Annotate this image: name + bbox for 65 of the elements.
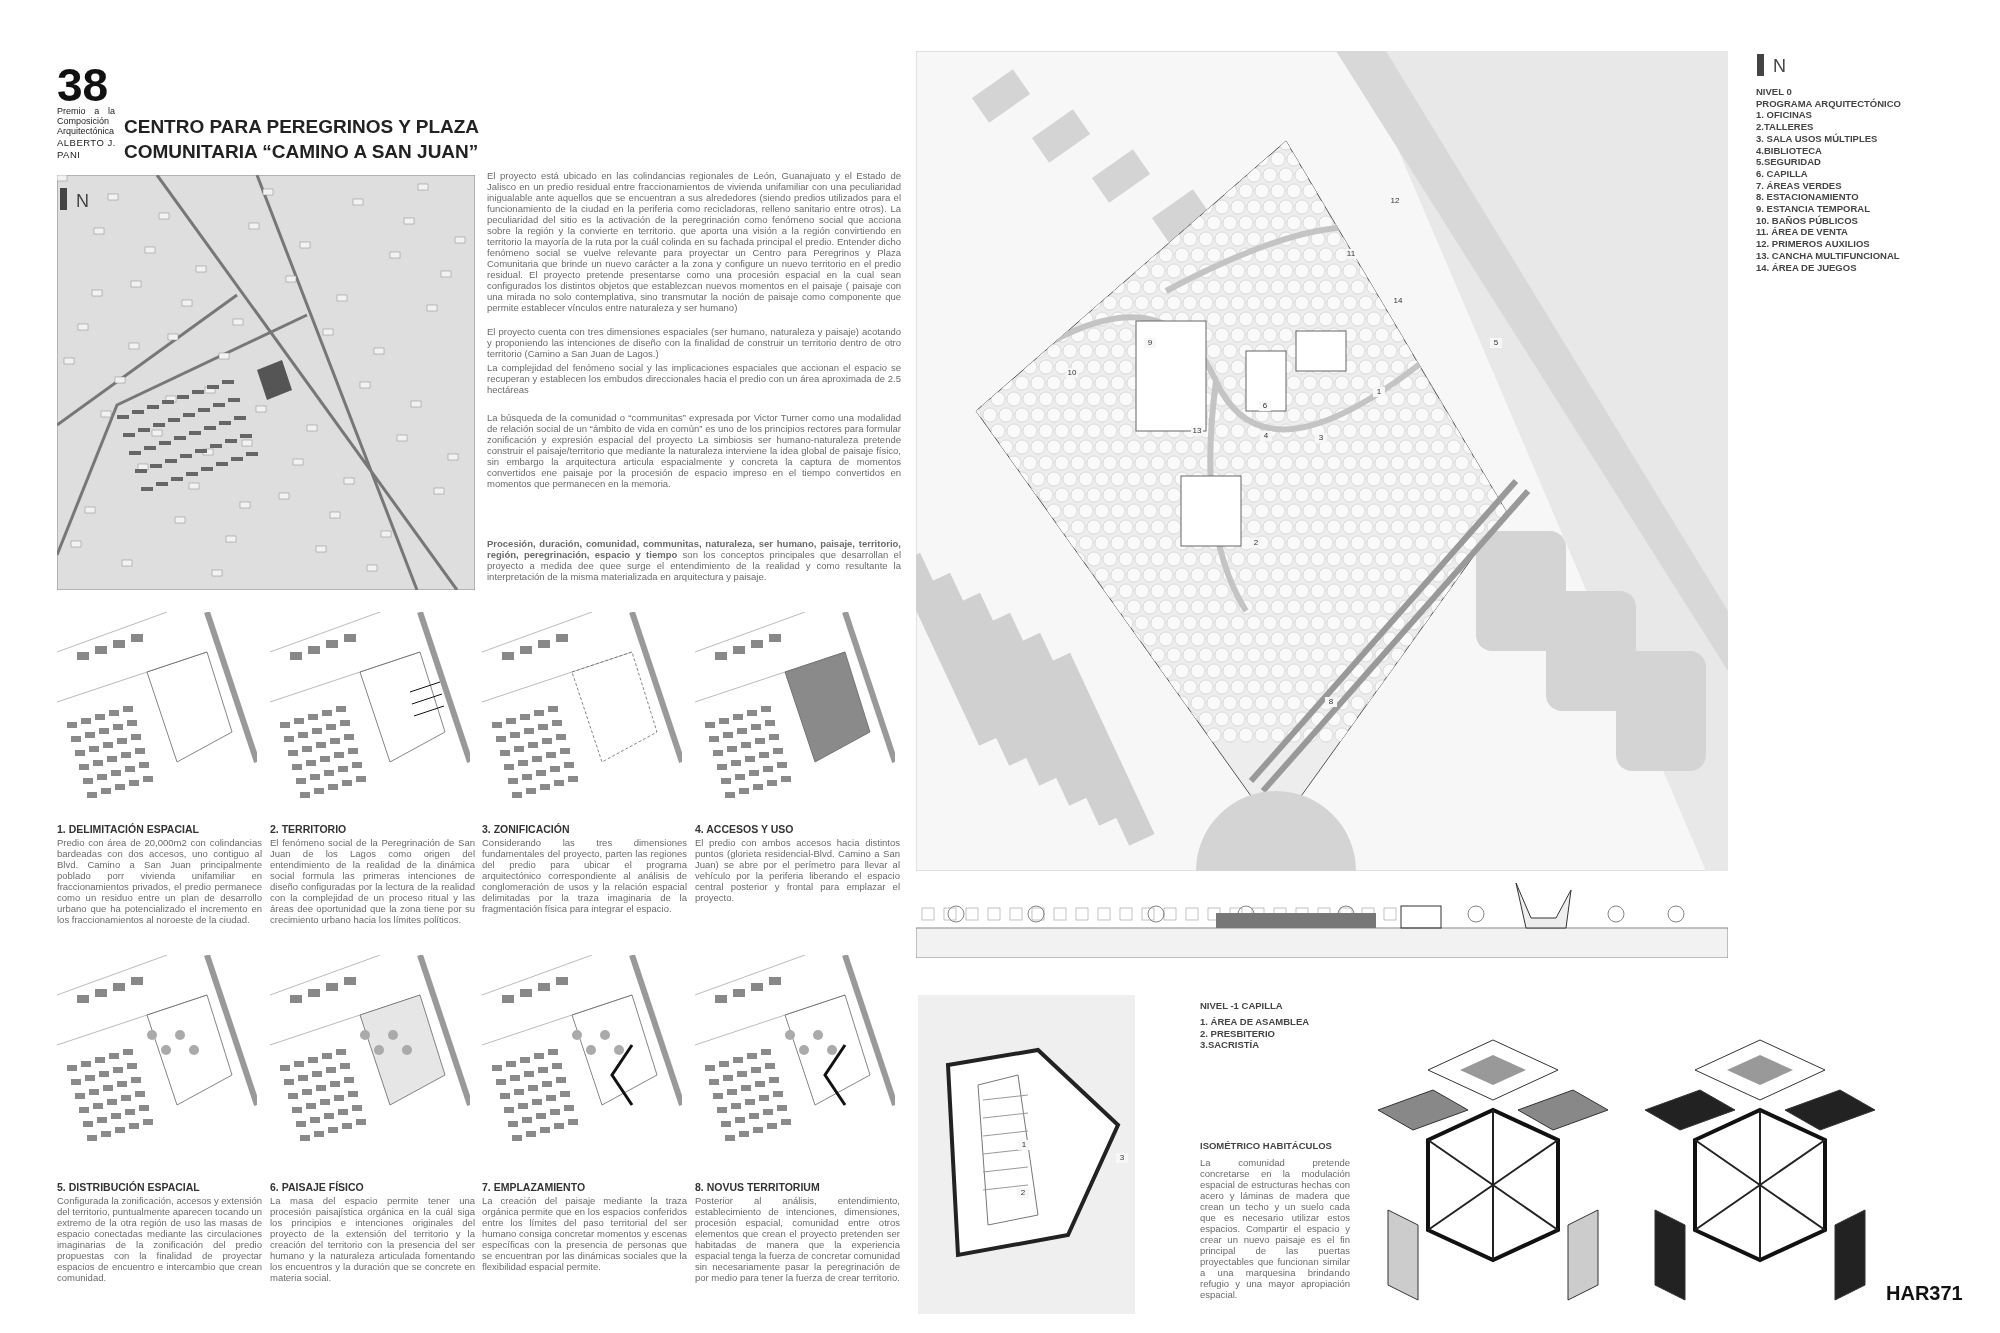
- plan-number: 4: [1260, 431, 1272, 441]
- plan-number: 3: [1116, 1153, 1128, 1163]
- legend-item: 11. ÁREA DE VENTA: [1756, 226, 1849, 239]
- caption-heading: 6. PAISAJE FÍSICO: [270, 1180, 365, 1195]
- legend-item: 1. ÁREA DE ASAMBLEA: [1200, 1016, 1311, 1028]
- legend-item: 3.SACRISTÍA: [1200, 1039, 1261, 1052]
- plan-number: 11: [1345, 249, 1357, 259]
- north-label: N: [1773, 57, 1787, 75]
- caption-text: El fenómeno social de la Peregrinación de San Juan de los Lagos como origen del entendimiento de la realidad de la dinámica social formula las primeras intenciones de diseño configuradas por la lectura de la realidad con la complejidad de un proceso ritual y las áreas dee oportunidad que la zona tiene por su crecimiento urbano hacia los límites políticos.: [270, 837, 475, 925]
- caption-heading: 5. DISTRIBUCIÓN ESPACIAL: [57, 1180, 201, 1195]
- plan-number: 13: [1191, 426, 1203, 436]
- caption-text: Posterior al análisis, entendimiento, establecimiento de intenciones, dimensiones, procesión espacial, comunidad entre otros elementos que crean el proyecto pretenden ser habitadas de manera que la experiencia espacial tenga la fuerza de concretar comunidad sin necesariamente pasar la peregrinación de por medio para tener la fuerza de crear territorio.: [695, 1195, 900, 1283]
- caption-text: La creación del paisaje mediante la traza orgánica permite que en los espacios conferidos entre los límites del paso territorial del ser humano consiga concretar momentos y escenas específicas con la presencia de personas que se encuentran por las dinámicas sociales que la flexibilidad espacial permite.: [482, 1195, 687, 1272]
- legend-item: 9. ESTANCIA TEMPORAL: [1756, 203, 1871, 215]
- legend-item: 14. ÁREA DE JUEGOS: [1756, 261, 1858, 274]
- award-name: ALBERTO J. PANI: [57, 137, 117, 161]
- paragraph: El proyecto cuenta con tres dimensiones espaciales (ser humano, naturaleza y paisaje) acotando y proponiendo las intenciones de diseño con la finalidad de construir un territorio dentro de otro territorio (Camino a San Juan de Lagos.): [487, 326, 901, 359]
- award-number: 38: [57, 62, 109, 108]
- paragraph: El proyecto está ubicado en las colindancias regionales de León, Guanajuato y el Estado de Jalisco en un predio residual entre fraccionamientos de vivienda unifamiliar con una peculiaridad inigualable ante aquellos que se encuentran a sus alrededores (siendo predios utilizados para el funcionamiento de la ciudad en la periferia como recicladoras, relleno sanitario entre otros). La peculiaridad del sitio es la activación de la peregrinación como fenómeno social que acciona sobre la región y la convierte en territorio. que aporta una visión a la región convirtiendo en territorio la mayoría de la ruta por la cuál colinda en su fachada principal el predio. Entender dicho fenómeno social se vuelve relevante para proyectar un Centro para Peregrinos y Plaza Comunitaria que brinde un nuevo carácter a la zona y configure un nuevo territorio en el predio residual. El proyecto pretende presentarse como una procesión espacial en la cual sean configurados los distintos objetos que establezcan nuevos momentos en el paisaje ( paisaje con una mirada no solo contemplativa, sino transmutar la noción de paisaje como componente que permite establecer vínculos entre naturaleza y ser humano): [487, 170, 901, 313]
- title: CENTRO PARA PEREGRINOS Y PLAZA COMUNITARIA “CAMINO A SAN JUAN”: [124, 115, 480, 164]
- legend-item: 10. BAÑOS PÚBLICOS: [1756, 214, 1859, 227]
- legend-item: 12. PRIMEROS AUXILIOS: [1756, 238, 1871, 250]
- plan-number: 3: [1315, 433, 1327, 443]
- award-name: Premio a la Composición Arquitectónica: [57, 106, 115, 136]
- legend-item: 3. SALA USOS MÚLTIPLES: [1756, 132, 1879, 145]
- caption-text: Configurada la zonificación, accesos y extensión del territorio, puntualmente aparecen tocando un extremo de la otra región de uso las masas de espacio conectadas mediante las circulaciones imaginarias de la zonificación del predio propuestas con la finalidad de proyectar espacios de encuentro e intercambio que crean comunidad.: [57, 1195, 262, 1283]
- legend-item: 2.TALLERES: [1756, 121, 1815, 133]
- plan-number: 14: [1392, 296, 1404, 306]
- plan-number: 9: [1144, 338, 1156, 348]
- caption-heading: 4. ACCESOS Y USO: [695, 822, 795, 837]
- project-code: HAR371: [1886, 1281, 1964, 1306]
- legend-heading: ISOMÉTRICO HABITÁCULOS: [1200, 1140, 1333, 1152]
- legend-heading: NIVEL -1 CAPILLA: [1200, 1000, 1284, 1012]
- legend-item: 7. ÁREAS VERDES: [1756, 179, 1843, 192]
- caption-heading: 2. TERRITORIO: [270, 822, 348, 837]
- legend-item: 13. CANCHA MULTIFUNCIONAL: [1756, 249, 1901, 262]
- paragraph: Procesión, duración, comunidad, communitas, naturaleza, ser humano, paisaje, territorio, región, peregrinación, espacio y tiempo son los conceptos principales que desarrollan el proyecto a medida dee quee surge el entendimiento de la realidad y como resultante la interpretación de la misma materializada en arquitectura y paisaje.: [487, 538, 901, 582]
- legend-item: 8. ESTACIONAMIENTO: [1756, 191, 1860, 203]
- plan-number: 12: [1389, 196, 1401, 206]
- caption-text: Predio con área de 20,000m2 con colindancias bardeadas con dos accesos, uno contiguo al Blvd. Camino a San Juan principalmente poblado porr vivienda unifamiliar en fraccionamientos privados, el predio permanece como un residuo entre un plan de desarrollo urbano que ha potencializado el incremento en los fraccionamientos al noroeste de la ciudad.: [57, 837, 262, 925]
- legend-item: 1. OFICINAS: [1756, 109, 1813, 122]
- caption-heading: 8. NOVUS TERRITORIUM: [695, 1180, 821, 1195]
- caption-text: El predio con ambos accesos hacia distintos puntos (glorieta residencial-Blvd. Camino a San Juan) se abre por el perímetro para llevar al vehículo por la periferia liberando el espacio central posterior y frontal para emplazar el proyecto.: [695, 837, 900, 903]
- legend-item: 2. PRESBITERIO: [1200, 1027, 1276, 1040]
- caption-text: Considerando las tres dimensiones fundamentales del proyecto, parten las regiones del predio para ubicar el programa arquitectónico correspondiente al análisis de conglomeración de usos y la relación espacial delimitadas por la traza imaginaria de la fragmentación física para integrar el espacio.: [482, 837, 687, 914]
- legend-item: 5.SEGURIDAD: [1756, 156, 1822, 168]
- plan-number: 2: [1017, 1188, 1029, 1198]
- legend-item: 6. CAPILLA: [1756, 167, 1809, 180]
- legend-item: 4.BIBLIOTECA: [1756, 144, 1823, 157]
- plan-number: 10: [1066, 368, 1078, 378]
- legend-heading: NIVEL 0: [1756, 86, 1793, 98]
- plan-number: 5: [1490, 338, 1502, 348]
- paragraph: La búsqueda de la comunidad o “communitas” expresada por Victor Turner como una modalidad de relación social de un “ámbito de vida en común” es uno de los principios rectores para formular zonificación y expresión espacial del proyecto La simbiosis ser humano-naturaleza pretende construir el paisaje/territorio que mediante la naturaleza interviene la idea global de paisaje físico, sin embargo la arquitectura articula espacialmente y concreta la captura de momentos convertidos ene paisaje por la procesión de espacio impreso en el tiempo convertidos en momentos que permanecen en la memoria.: [487, 412, 901, 489]
- plan-number: 1: [1018, 1140, 1030, 1150]
- plan-number: 6: [1259, 401, 1271, 411]
- north-label: N: [76, 192, 90, 210]
- caption-text: La masa del espacio permite tener una procesión paisajística orgánica en la cuál siga los principios e intenciones originales del proyecto de la extensión del territorio y la creación del territorio con la presencia del ser humano y la naturaleza articulada fomentando los encuentros y la duración que se concrete en materia social.: [270, 1195, 475, 1283]
- legend-heading: PROGRAMA ARQUITECTÓNICO: [1756, 97, 1902, 110]
- plan-number: 8: [1325, 697, 1337, 707]
- plan-number: 1: [1373, 387, 1385, 397]
- caption-text: La comunidad pretende concretarse en la modulación espacial de estructuras hechas con acero y láminas de madera que crean un techo y un suelo cada que es necesario utilizar estos espacios. Compartir el espacio y crear un nuevo paisaje es el fin principal de las puertas proyectables que funcionan similar a una marquesina brindando refugio y una mayor apropiación espacial.: [1200, 1157, 1350, 1300]
- caption-heading: 1. DELIMITACIÓN ESPACIAL: [57, 822, 200, 837]
- caption-heading: 3. ZONIFICACIÓN: [482, 822, 571, 837]
- paragraph: La complejidad del fenómeno social y las implicaciones espaciales que accionan el espacio se recuperan y establecen los embudos direccionales hacia el predio con un área aproximada de 2.5 hectáreas: [487, 362, 901, 395]
- caption-heading: 7. EMPLAZAMIENTO: [482, 1180, 587, 1195]
